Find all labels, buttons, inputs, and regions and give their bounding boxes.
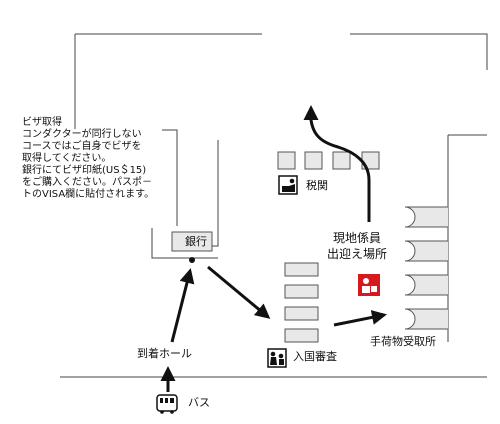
customs-booth (304, 151, 323, 170)
visa-note-line: ビザ取得 (22, 117, 62, 128)
immigration-counter (284, 284, 319, 299)
bank-label: 銀行 (185, 235, 207, 248)
arrival-hall-label: 到着ホール (137, 347, 192, 360)
building-walls (60, 33, 488, 378)
bank-counter-wall (151, 228, 218, 259)
exit-arrow (303, 105, 371, 222)
visa-note-line: をご購入ください。パスポ－ (22, 177, 152, 188)
immigration-counters (284, 262, 319, 343)
immigration-to-baggage-arrow (333, 309, 387, 327)
meeting-point-icon (358, 274, 380, 296)
visa-note: ビザ取得 コンダクターが同行しない コースではご自身でビザを 取得してください。… (22, 117, 182, 201)
immigration-counter (284, 306, 319, 321)
route-arrows (160, 105, 387, 392)
bank-counter (171, 231, 213, 252)
immigration-officer-icon (267, 348, 287, 368)
customs-booth (332, 151, 351, 170)
baggage-carousel (404, 240, 448, 262)
visa-note-line: コンダクターが同行しない (22, 129, 142, 140)
immigration-counter (284, 262, 319, 277)
bus-icon (156, 394, 178, 414)
baggage-carousel (404, 274, 448, 296)
customs-booth (277, 151, 296, 170)
upper-right-wall (350, 33, 488, 70)
baggage-carousels (404, 206, 448, 330)
bank-to-immigration-arrow (207, 265, 271, 319)
visa-note-line: 銀行にてビザ印紙(US＄15) (22, 165, 147, 176)
customs-label: 税関 (306, 179, 328, 192)
visa-note-line: トのVISA欄に貼付されます。 (22, 189, 155, 200)
staff-meeting-label-line: 現地係員 (332, 231, 381, 245)
hall-to-bank-arrow (170, 268, 195, 343)
baggage-claim-label: 手荷物受取所 (370, 335, 436, 348)
bank-location-dot (189, 257, 195, 263)
staff-meeting-label: 現地係員 出迎え場所 (316, 230, 398, 262)
note-callout-line (162, 129, 178, 226)
customs-booths (277, 151, 380, 170)
customs-officer-icon (278, 175, 298, 195)
bus-label: バス (188, 396, 210, 409)
baggage-carousel (404, 206, 448, 228)
visa-note-line: 取得してください。 (22, 153, 112, 164)
staff-meeting-label-line: 出迎え場所 (326, 247, 387, 261)
baggage-carousel (404, 308, 448, 330)
visa-note-line: コースではご自身でビザを (22, 141, 142, 152)
immigration-counter (284, 328, 319, 343)
inner-left-wall (210, 140, 219, 247)
immigration-label: 入国審査 (293, 350, 337, 363)
